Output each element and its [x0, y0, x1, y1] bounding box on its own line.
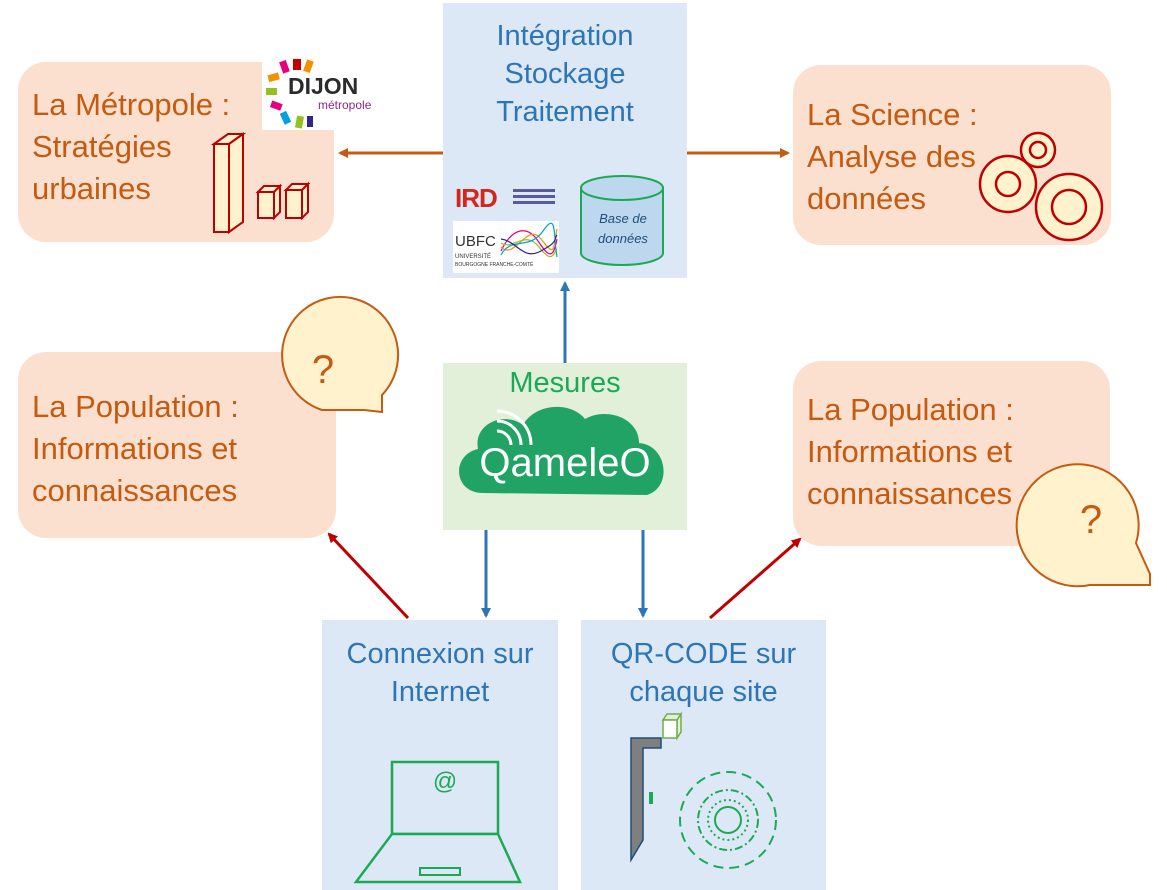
dijon-metropole-logo: DIJON métropole [262, 58, 382, 130]
dijon-logo-subtext: métropole [318, 98, 372, 112]
ubfc-logo-sub2: BOURGOGNE FRANCHE-COMTÉ [455, 262, 534, 268]
population-right-line3: connaissances [807, 476, 1013, 511]
population-left-title: La Population : [32, 389, 239, 424]
ird-logo: IRD [455, 183, 498, 214]
metropole-title: La Métropole : [32, 87, 231, 122]
population-left-line3: connaissances [32, 473, 238, 508]
ubfc-logo-text: UBFC [455, 233, 496, 250]
arrow-qrcode-to-population-right [709, 537, 802, 620]
metropole-line2: Stratégies [32, 129, 172, 164]
population-right-line2: Informations et [807, 434, 1013, 469]
database-label-2: données [598, 231, 648, 246]
laptop-icon [353, 760, 522, 884]
qameleo-logo-text: QameleO [479, 441, 651, 485]
internet-line2: Internet [390, 676, 490, 708]
integration-label: Intégration [496, 20, 634, 52]
population-right-box: La Population : Informations et connaiss… [793, 361, 1110, 546]
database-label-1: Base de [599, 211, 647, 226]
traitement-label: Traitement [496, 96, 634, 128]
science-line2: Analyse des [807, 139, 976, 174]
mesures-title: Mesures [509, 367, 621, 399]
gears-icon [978, 131, 1104, 242]
sensor-pole-icon [630, 711, 777, 869]
qrcode-line2: chaque site [629, 676, 778, 708]
laptop-screen-symbol: @ [432, 768, 458, 795]
qrcode-box: QR-CODE sur chaque site [581, 620, 826, 890]
dijon-petals-icon [266, 59, 314, 129]
internet-line1: Connexion sur [346, 638, 534, 670]
science-box: La Science : Analyse des données [793, 65, 1111, 245]
integration-box: Intégration Stockage Traitement IRD UBFC… [443, 3, 687, 278]
population-right-title: La Population : [807, 392, 1014, 427]
ird-logo-text: IRD [455, 183, 498, 213]
population-left-box: La Population : Informations et connaiss… [18, 352, 336, 538]
metropole-line3: urbaines [32, 171, 151, 206]
mesures-box: Mesures QameleO [443, 363, 687, 530]
population-left-line2: Informations et [32, 431, 238, 466]
qrcode-line1: QR-CODE sur [610, 638, 797, 670]
ubfc-logo-sub1: UNIVERSITÉ [455, 254, 492, 260]
ubfc-waves-icon [500, 222, 558, 258]
bar-chart-icon [210, 132, 311, 234]
stockage-label: Stockage [504, 58, 626, 90]
dijon-logo-text: DIJON [288, 73, 359, 99]
science-line3: données [807, 181, 926, 216]
question-mark-right: ? [1079, 498, 1103, 542]
database-icon [580, 175, 664, 266]
science-title: La Science : [807, 97, 978, 132]
ird-logo-subtext [513, 189, 555, 204]
arrow-internet-to-population-left [327, 532, 410, 620]
internet-box: Connexion sur Internet @ [322, 620, 558, 890]
question-mark-left: ? [311, 348, 335, 392]
cloud-icon [459, 406, 664, 495]
ubfc-logo: UBFC UNIVERSITÉ BOURGOGNE FRANCHE-COMTÉ [453, 221, 559, 273]
